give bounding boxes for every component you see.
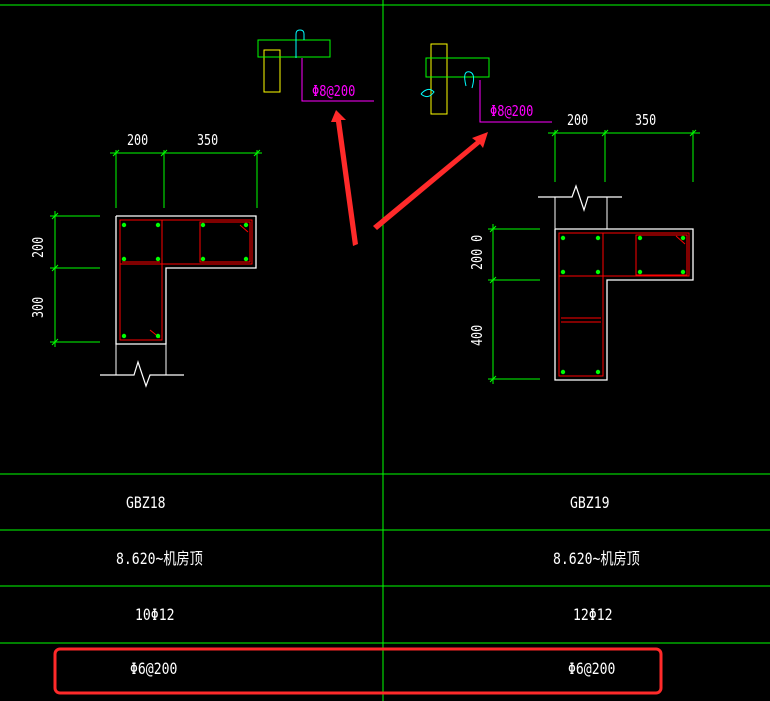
left-dim-side-1: 200 <box>29 236 47 258</box>
right-stirrup-yellow <box>430 43 448 115</box>
left-stirrup-yellow <box>263 49 281 93</box>
table-row1-left: GBZ18 <box>126 493 166 512</box>
right-stirrup-label: Φ8@200 <box>490 102 534 120</box>
left-stirrup-leader <box>301 58 374 102</box>
table-row2-right: 8.620~机房顶 <box>553 549 640 568</box>
right-dim-side-1: 200 0 <box>468 234 486 270</box>
left-section-gbz18 <box>50 149 262 388</box>
table-row1-right: GBZ19 <box>570 493 610 512</box>
highlight-box <box>53 647 663 695</box>
left-stirrup-hook <box>295 29 305 58</box>
right-stirrup-leader <box>479 80 552 123</box>
right-stirrup-hook-2 <box>420 88 435 98</box>
table-row4-left: Φ6@200 <box>130 659 178 678</box>
right-dim-side-2: 400 <box>468 324 486 346</box>
table-row3-left: 10Φ12 <box>135 605 175 624</box>
table-row2-left: 8.620~机房顶 <box>116 549 203 568</box>
right-stirrup-green <box>425 57 490 78</box>
left-dim-top-2: 350 <box>197 131 219 149</box>
right-section-gbz19 <box>488 129 700 384</box>
right-stirrup-detail <box>420 43 552 123</box>
right-dim-top-2: 350 <box>635 111 657 129</box>
arrow-up-right <box>373 132 488 230</box>
left-stirrup-detail <box>257 29 374 102</box>
left-stirrup-green <box>257 39 331 58</box>
left-dim-top-1: 200 <box>127 131 149 149</box>
table-row4-right: Φ6@200 <box>568 659 616 678</box>
left-stirrup-label: Φ8@200 <box>312 82 356 100</box>
table-grid <box>0 473 770 644</box>
red-arrows <box>331 110 488 246</box>
arrow-up-left <box>331 110 358 246</box>
right-stirrup-hook <box>464 71 475 89</box>
left-dim-side-2: 300 <box>29 296 47 318</box>
right-dim-top-1: 200 <box>567 111 589 129</box>
table-row3-right: 12Φ12 <box>573 605 613 624</box>
